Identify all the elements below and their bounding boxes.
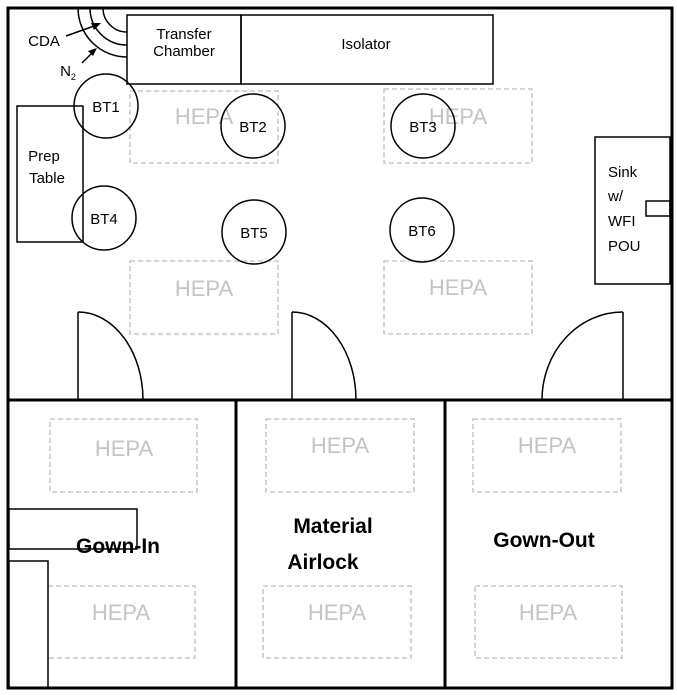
sink (594, 136, 671, 285)
biosafety-cabinets: BT1 BT2 BT3 BT4 BT5 BT6 (71, 73, 456, 265)
hepa-label: HEPA (311, 433, 370, 458)
bt4-label: BT4 (90, 211, 118, 228)
bt1-label: BT1 (92, 99, 120, 116)
room-gown-out: Gown-Out (493, 529, 594, 552)
hepa-label: HEPA (308, 600, 367, 625)
hepa-filter (129, 260, 279, 335)
n2-arrow (81, 48, 97, 64)
hepa-label: HEPA (175, 104, 234, 129)
hepa-label: HEPA (175, 276, 234, 301)
bt6-circle (389, 197, 455, 263)
hepa-label: HEPA (95, 436, 154, 461)
hepa-filter (262, 585, 412, 659)
bt3-circle (390, 93, 456, 159)
bt1-circle (73, 73, 139, 139)
bt2-circle (220, 93, 286, 159)
isolator (240, 14, 494, 85)
hepa-label: HEPA (92, 600, 151, 625)
bt5-label: BT5 (240, 225, 268, 242)
prep-table (16, 105, 84, 243)
bt2-label: BT2 (239, 119, 267, 136)
hepa-label: HEPA (429, 104, 488, 129)
gown-bench (8, 508, 138, 550)
bt5-circle (221, 199, 287, 265)
sink-label-2: w/ (607, 188, 624, 205)
door-gown-in[interactable] (77, 311, 144, 401)
hepa-filter (49, 418, 198, 493)
door-material-airlock[interactable] (291, 311, 357, 401)
transfer-chamber-label-1: Transfer (156, 26, 211, 43)
hepa-filter (383, 88, 533, 164)
bt6-label: BT6 (408, 223, 436, 240)
wfi-pou (645, 200, 671, 217)
room-gown-in: Gown-In (76, 535, 160, 558)
bt4-circle (71, 185, 137, 251)
prep-table-label-2: Table (29, 170, 65, 187)
door-gown-out[interactable] (541, 311, 624, 401)
isolator-label: Isolator (341, 36, 390, 53)
hepa-label: HEPA (519, 600, 578, 625)
cda-label: CDA (28, 33, 60, 50)
n2-label: N2 (60, 63, 76, 82)
outer-wall (6, 6, 674, 690)
room-material-airlock-1: Material (293, 515, 372, 538)
bt3-label: BT3 (409, 119, 437, 136)
sink-label-3: WFI (608, 213, 636, 230)
prep-table-label-1: Prep (28, 148, 60, 165)
sink-label-1: Sink (608, 164, 638, 181)
room-material-airlock-2: Airlock (287, 551, 359, 574)
hepa-filter (474, 585, 623, 659)
transfer-chamber-label-2: Chamber (153, 43, 215, 60)
hepa-filter (383, 260, 533, 335)
utility-drops (77, 7, 128, 58)
hepa-label: HEPA (518, 433, 577, 458)
sink-label-4: POU (608, 238, 641, 255)
hepa-label: HEPA (429, 275, 488, 300)
hepa-filter (265, 418, 415, 493)
cda-arrow (65, 23, 101, 37)
gown-locker (8, 560, 49, 689)
hepa-filter (472, 418, 622, 493)
